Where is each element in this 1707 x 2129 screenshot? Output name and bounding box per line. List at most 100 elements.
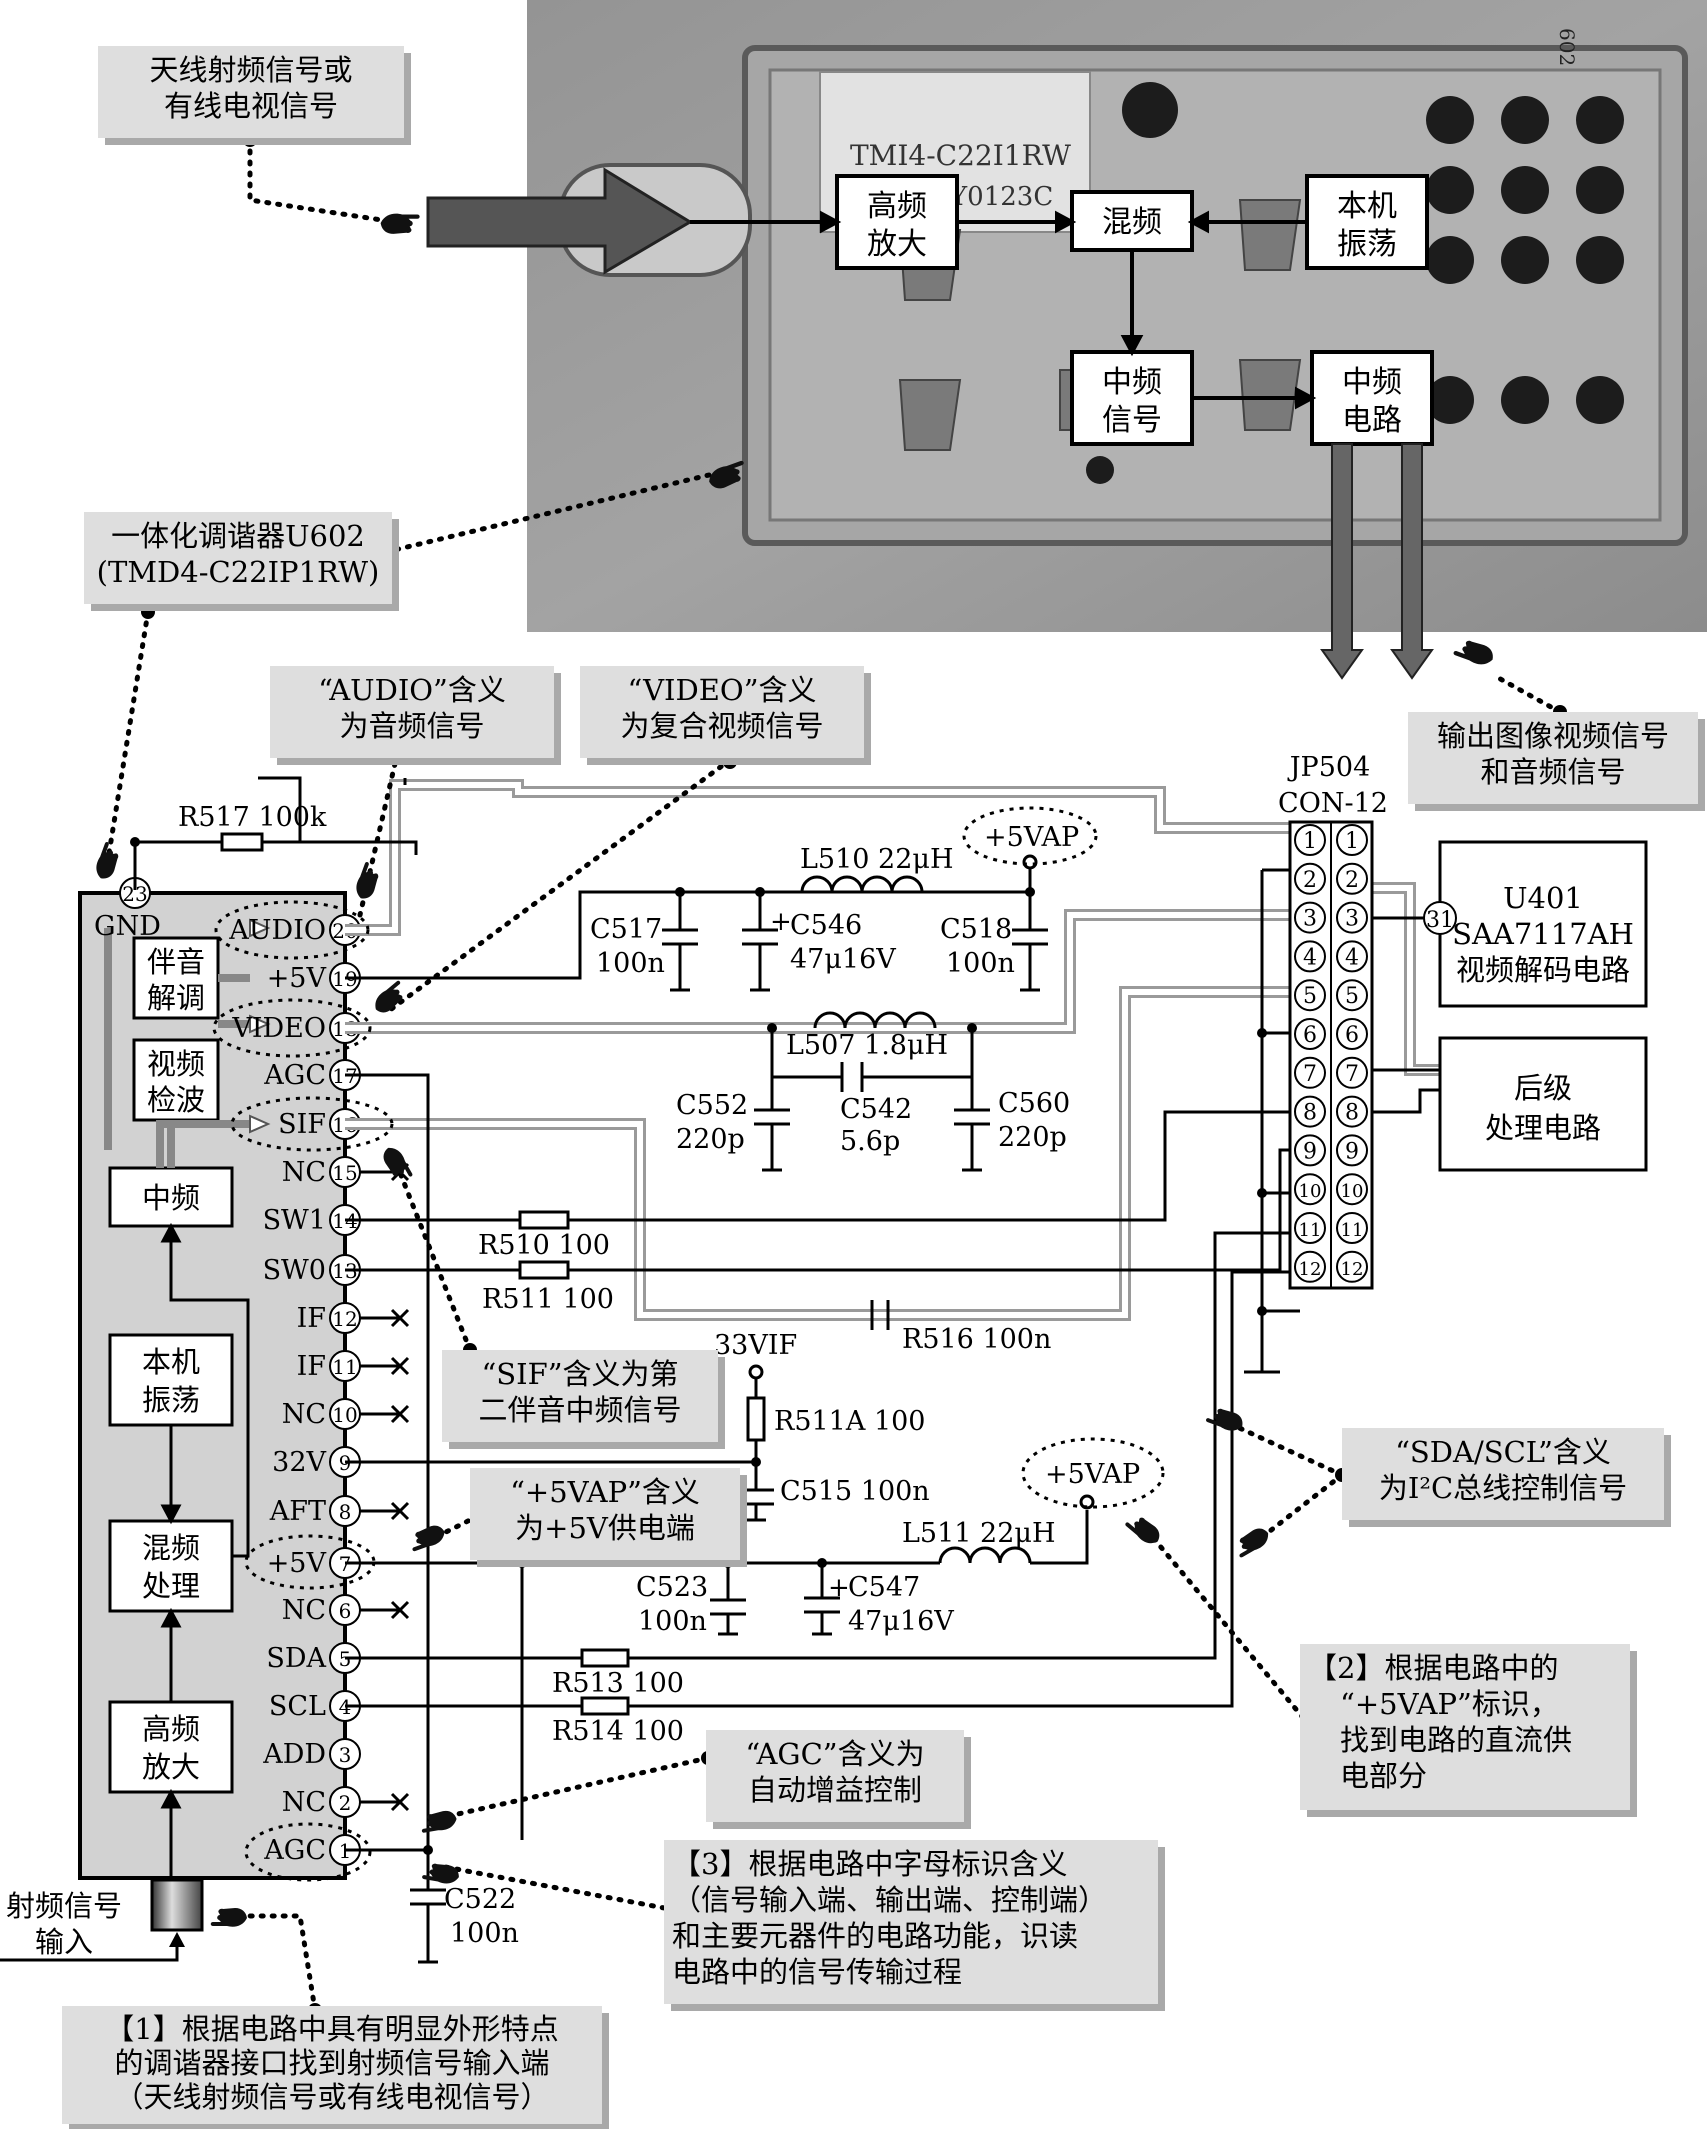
c542-label-2: 5.6p xyxy=(840,1126,900,1157)
tuner-internal-paths xyxy=(160,1222,250,1892)
connector-pin-8-left xyxy=(1294,1095,1326,1128)
connector-pin-number: 4 xyxy=(1345,945,1359,970)
c523-symbol xyxy=(710,1598,746,1636)
pointing-hand-icon xyxy=(92,841,123,882)
video-detect-line1: 视频 xyxy=(147,1047,205,1081)
callout-step2: 【2】根据电路中的 “+5VAP”标识， 找到电路的直流供 电部分 xyxy=(1300,1644,1630,1810)
pin-highlight-ellipses xyxy=(212,900,394,1882)
pointing-hand-icon xyxy=(1124,1510,1164,1549)
photo-corner-mark: 602 xyxy=(1555,28,1579,66)
audio-demod-line2: 解调 xyxy=(147,981,205,1015)
connector-pin-number: 5 xyxy=(1303,984,1317,1009)
connector-pin-11-right xyxy=(1336,1212,1368,1244)
connector-pin-2-right xyxy=(1336,862,1368,895)
callout-sif-line1: “SIF”含义为第 xyxy=(481,1357,679,1391)
r514-label: R514 100 xyxy=(552,1716,684,1747)
callout-audio-meaning: “AUDIO”含义 为音频信号 xyxy=(270,666,554,758)
pin-number: 6 xyxy=(339,1599,352,1623)
callout-video-line1: “VIDEO”含义 xyxy=(627,673,817,707)
rf-amp-box xyxy=(108,1700,234,1794)
photo-rf-amp-line2: 放大 xyxy=(867,227,927,262)
r511-label: R511 100 xyxy=(482,1284,614,1315)
callout-step1-line3: （天线射频信号或有线电视信号） xyxy=(114,2080,550,2114)
c547-plus-sign: + xyxy=(828,1573,850,1603)
pin-label: 32V xyxy=(272,1447,326,1478)
connector-pin-number: 9 xyxy=(1345,1139,1359,1164)
connector-pin-number: 6 xyxy=(1345,1023,1359,1048)
mixer-line2: 处理 xyxy=(142,1569,200,1603)
connector-pin-number: 12 xyxy=(1299,1259,1322,1280)
callout-agc-line1: “AGC”含义为 xyxy=(745,1737,925,1771)
u401-line1: U401 xyxy=(1503,881,1583,915)
c515-label: C515 100n xyxy=(780,1476,930,1507)
r510-body xyxy=(518,1210,570,1230)
connector-pin-8-right xyxy=(1336,1095,1368,1128)
if-label: 中频 xyxy=(142,1181,200,1215)
rf-input-label-line1: 射频信号 xyxy=(6,1889,122,1923)
r511a-label: R511A 100 xyxy=(774,1406,925,1437)
connector-pin-number: 3 xyxy=(1303,907,1317,932)
connector-pin-number: 8 xyxy=(1345,1101,1359,1126)
connector-pin-number: 2 xyxy=(1303,868,1317,893)
photo-mixer-label: 混频 xyxy=(1102,205,1162,240)
c515-symbol xyxy=(738,1488,774,1522)
pin-label: ADD xyxy=(262,1739,326,1770)
connector-pin-12-left xyxy=(1294,1250,1326,1283)
c560-label-1: C560 xyxy=(998,1088,1070,1119)
callout-video-meaning: “VIDEO”含义 为复合视频信号 xyxy=(580,666,864,758)
c542-label-1: C542 xyxy=(840,1094,912,1125)
c522-label-2: 100n xyxy=(450,1918,519,1949)
u401-pin-number: 31 xyxy=(1426,908,1454,933)
pointing-hand-icon xyxy=(379,1143,414,1185)
photo-if-circuit-line2: 电路 xyxy=(1342,403,1402,438)
r511a-body xyxy=(746,1396,766,1442)
callout-step1-line1: 【1】根据电路中具有明显外形特点 xyxy=(105,2012,559,2046)
pin-number: 15 xyxy=(332,1161,357,1185)
callout-output-line1: 输出图像视频信号 xyxy=(1436,719,1669,753)
connector-pin-1-right xyxy=(1336,824,1368,856)
callout-tuner-u602: 一体化调谐器U602 (TMD4-C22IP1RW) xyxy=(84,512,392,604)
pin-label: VIDEO xyxy=(231,1013,326,1044)
connector-pin-9-left xyxy=(1294,1134,1326,1167)
callout-sif-meaning: “SIF”含义为第 二伴音中频信号 xyxy=(442,1350,718,1442)
photo-block-arrows xyxy=(690,210,1317,410)
callout-step3: 【3】根据电路中字母标识含义 （信号输入端、输出端、控制端） 和主要元器件的电路… xyxy=(664,1840,1158,2004)
pointing-hand-icon xyxy=(370,979,411,1017)
r517-label: R517 100k xyxy=(178,802,327,833)
connector-pin-12-right xyxy=(1336,1250,1368,1283)
r514-body xyxy=(580,1696,630,1716)
callout-step2-line4: 电部分 xyxy=(1340,1759,1428,1793)
c518-label-1: C518 xyxy=(940,914,1012,945)
no-connect-cross-icon xyxy=(390,1308,410,1328)
connector-pin-9-right xyxy=(1336,1134,1368,1167)
callout-step3-line3: 和主要元器件的电路功能，识读 xyxy=(672,1919,1079,1953)
pin-number: 11 xyxy=(332,1355,357,1379)
r513-label: R513 100 xyxy=(552,1668,684,1699)
callout-tuner-line1: 一体化调谐器U602 xyxy=(111,519,365,553)
connector-pin-number: 1 xyxy=(1303,829,1317,854)
leader-lines xyxy=(103,137,1563,2013)
connector-name: JP504 xyxy=(1287,752,1371,783)
connector-pin-number: 8 xyxy=(1303,1101,1317,1126)
inductors xyxy=(800,875,1032,1564)
callout-video-line2: 为复合视频信号 xyxy=(620,709,824,743)
callout-output-signal: 输出图像视频信号 和音频信号 xyxy=(1408,712,1698,804)
c517-label-2: 100n xyxy=(596,948,665,979)
connector-pin-6-right xyxy=(1336,1018,1368,1050)
r517-body xyxy=(220,832,264,852)
connector-pin-4-left xyxy=(1294,940,1326,973)
pin-label: IF xyxy=(297,1351,326,1382)
video-detect-line2: 检波 xyxy=(147,1083,205,1117)
black-wires xyxy=(133,776,1440,1890)
callout-step1-line2: 的调谐器接口找到射频信号输入端 xyxy=(114,2046,550,2080)
c552-label-2: 220p xyxy=(676,1124,745,1155)
connector-pin-2-left xyxy=(1294,862,1326,895)
tuner-gray-paths xyxy=(104,928,250,1168)
callout-sda-line2: 为I²C总线控制信号 xyxy=(1378,1471,1628,1505)
